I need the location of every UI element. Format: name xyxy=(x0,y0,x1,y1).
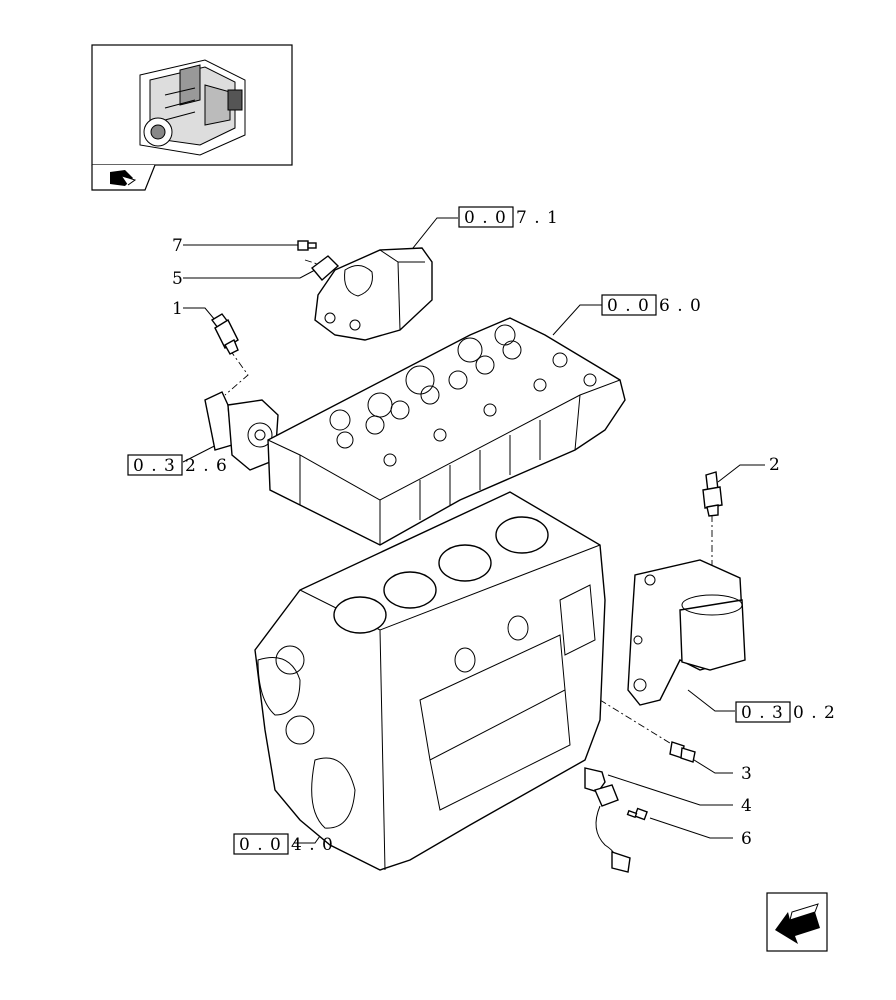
callout-4[interactable]: 4 xyxy=(741,796,752,816)
callout-7[interactable]: 7 xyxy=(172,236,183,256)
callout-labels: 7 5 1 2 3 4 6 xyxy=(172,236,780,849)
part-5-gasket[interactable] xyxy=(310,255,340,281)
ref-rest: 6 . 0 xyxy=(659,296,702,316)
callout-6[interactable]: 6 xyxy=(741,829,752,849)
thermostat-housing[interactable] xyxy=(314,247,433,341)
ref-0-32-6[interactable]: 0 . 3 2 . 6 xyxy=(127,454,228,476)
ref-rest: 2 . 6 xyxy=(185,456,228,476)
part-3-sensor[interactable] xyxy=(669,741,696,763)
thumbnail-tab[interactable] xyxy=(91,164,156,191)
cylinder-bores xyxy=(333,516,549,634)
water-pump-inlet[interactable] xyxy=(204,391,279,471)
ref-boxed: 0 . 0 xyxy=(464,208,507,228)
part-1-sensor[interactable] xyxy=(210,313,239,355)
oil-filter-support[interactable] xyxy=(627,559,746,706)
callout-3[interactable]: 3 xyxy=(741,764,752,784)
callout-5[interactable]: 5 xyxy=(172,269,183,289)
ref-boxed: 0 . 0 xyxy=(239,835,282,855)
callout-2[interactable]: 2 xyxy=(769,455,780,475)
ref-rest: 4 . 0 xyxy=(291,835,334,855)
engine-thumbnail-icon xyxy=(139,59,246,156)
head-bores xyxy=(329,324,597,467)
ref-0-07-1[interactable]: 0 . 0 7 . 1 xyxy=(458,206,559,228)
next-page-button[interactable] xyxy=(766,892,828,952)
hand-pointer-icon xyxy=(110,170,137,186)
ref-boxed: 0 . 3 xyxy=(133,456,176,476)
ref-boxed: 0 . 3 xyxy=(741,703,784,723)
part-7-bolt[interactable] xyxy=(297,240,317,251)
ref-rest: 0 . 2 xyxy=(793,703,836,723)
part-4-sensor-harness[interactable] xyxy=(584,767,631,873)
ref-rest: 7 . 1 xyxy=(516,208,559,228)
cylinder-block[interactable] xyxy=(254,491,606,871)
part-2-switch[interactable] xyxy=(702,471,723,517)
next-page-arrow-icon xyxy=(775,903,820,944)
callout-1[interactable]: 1 xyxy=(172,299,183,319)
ref-0-04-0[interactable]: 0 . 0 4 . 0 xyxy=(233,833,334,855)
ref-0-06-0[interactable]: 0 . 0 6 . 0 xyxy=(601,294,702,316)
ref-boxed: 0 . 0 xyxy=(607,296,650,316)
cylinder-head[interactable] xyxy=(267,317,626,546)
ref-0-30-2[interactable]: 0 . 3 0 . 2 xyxy=(735,701,836,723)
engine-thumbnail[interactable] xyxy=(91,44,293,191)
part-6-bolt[interactable] xyxy=(626,807,648,821)
